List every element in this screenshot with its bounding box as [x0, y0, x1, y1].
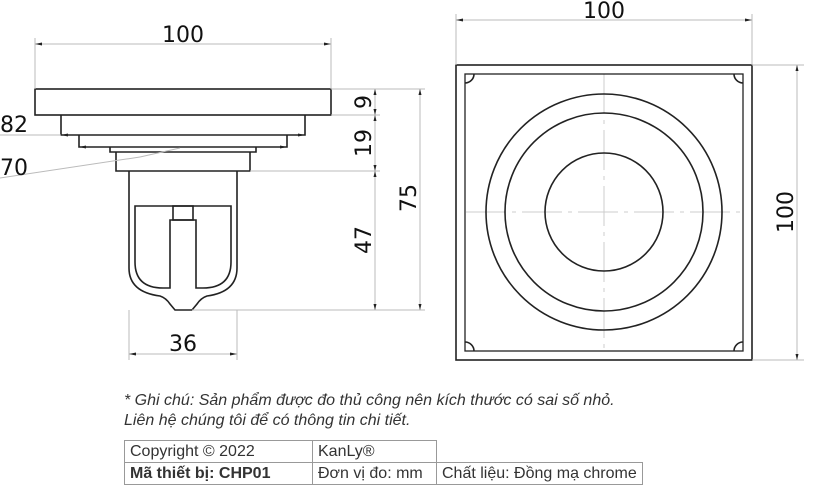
side-view — [34, 88, 332, 311]
label-82: 82 — [0, 113, 28, 138]
material-cell: Chất liệu: Đồng mạ chrome — [436, 462, 643, 485]
info-table: Copyright © 2022 KanLy® Mã thiết bị: CHP… — [124, 440, 643, 485]
label-70: 70 — [0, 156, 28, 181]
side-width-label: 100 — [162, 23, 204, 48]
table-row: Copyright © 2022 KanLy® — [124, 440, 643, 463]
table-row: Mã thiết bị: CHP01 Đơn vị đo: mm Chất li… — [124, 462, 643, 485]
note-line-1: * Ghi chú: Sản phẩm được đo thủ công nên… — [124, 392, 615, 409]
side-view-arrows — [35, 42, 422, 356]
note-line-2: Liên hệ chúng tôi để có thông tin chi ti… — [124, 412, 411, 429]
device-code-cell: Mã thiết bị: CHP01 — [124, 462, 313, 485]
top-width-label: 100 — [583, 0, 625, 24]
top-height-label: 100 — [774, 191, 799, 233]
side-view-dimensions — [0, 38, 425, 360]
label-47: 47 — [352, 226, 377, 254]
unit-cell: Đơn vị đo: mm — [312, 462, 437, 485]
top-view-arrows — [456, 18, 799, 360]
label-75: 75 — [397, 184, 422, 212]
empty-cell — [436, 440, 643, 463]
top-view — [455, 64, 753, 361]
top-view-dimensions — [455, 14, 804, 361]
label-36: 36 — [169, 332, 197, 357]
label-9: 9 — [352, 95, 377, 109]
copyright-cell: Copyright © 2022 — [124, 440, 313, 463]
label-19: 19 — [352, 129, 377, 157]
brand-cell: KanLy® — [312, 440, 437, 463]
